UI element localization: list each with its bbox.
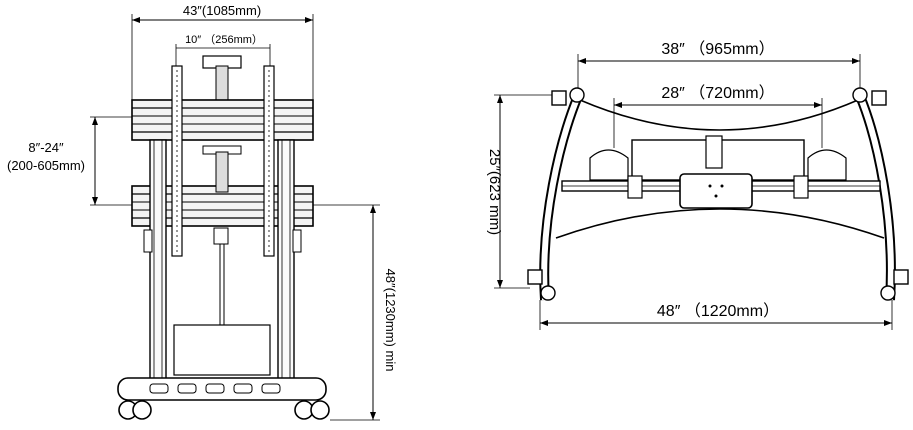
top-view-stand [494, 54, 909, 330]
stand-columns [149, 139, 295, 381]
base-width-label: 48″ （1220mm） [657, 302, 779, 320]
top-view-casters [527, 87, 909, 301]
caster-wheels [118, 400, 330, 420]
front-view-stand [90, 14, 380, 421]
base-frame [539, 94, 896, 301]
side-mount-boxes [589, 149, 847, 199]
vertical-hanger-arms [171, 65, 275, 257]
inner-width-dimension-line [613, 98, 823, 148]
top-width-dimension-line [577, 54, 861, 90]
bracket-range-label-line1: 8″-24″ [28, 140, 64, 155]
inner-width-label: 28″ （720mm） [661, 84, 774, 102]
depth-dimension-line [494, 94, 552, 289]
base-width-dimension-line [539, 300, 893, 330]
depth-label: 25″(623 mm) [486, 149, 503, 235]
stand-base [117, 377, 327, 401]
height-dimension-line [313, 204, 380, 421]
top-width-label: 38″ （965mm） [661, 40, 774, 58]
upper-mount-rail [131, 99, 314, 141]
width-dimension-line [131, 14, 314, 100]
bracket-range-label-line2: (200-605mm) [7, 158, 85, 173]
center-plate [679, 173, 753, 209]
width-label: 43″(1085mm) [183, 3, 261, 18]
height-label: 48″(1230mm) min [383, 269, 398, 372]
bracket-range-dimension-line [90, 116, 132, 206]
vesa-label: 10″ （256mm） [185, 33, 263, 46]
shelf [173, 324, 271, 376]
